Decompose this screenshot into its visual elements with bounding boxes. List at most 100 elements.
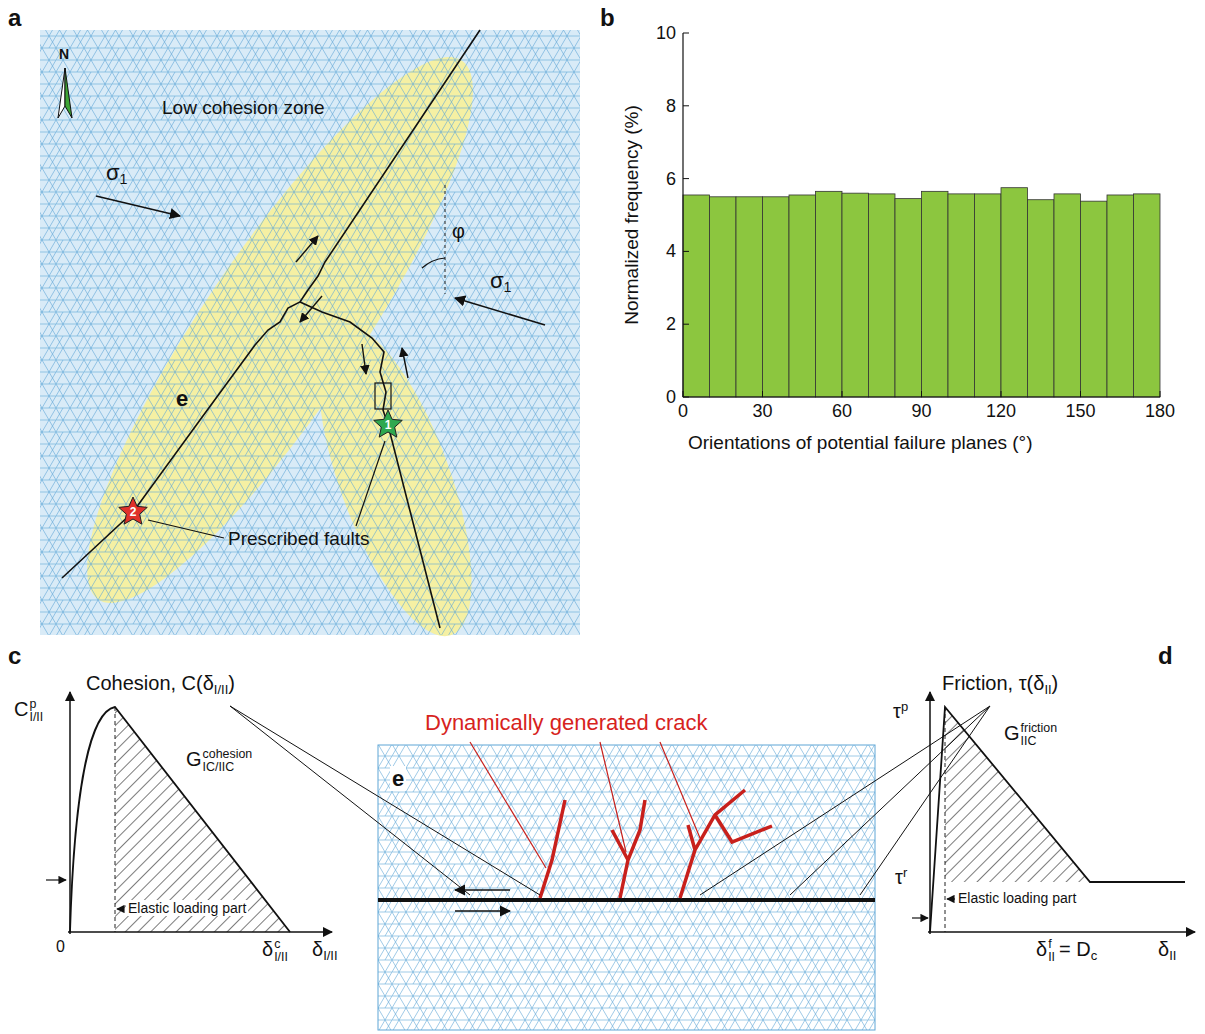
text-run: 0	[666, 387, 676, 407]
label-text: 150	[1065, 401, 1095, 421]
pointer-arrow	[912, 917, 928, 918]
cohesion-curve	[70, 707, 290, 932]
label-group: CpI/II	[14, 698, 43, 723]
script-stack: frictionIIC	[1021, 722, 1058, 747]
text-run: Normalized frequency (%)	[621, 105, 642, 325]
text-run: N	[59, 46, 69, 62]
tick	[1160, 391, 1161, 397]
histogram-bar	[1054, 194, 1081, 397]
text-run: 10	[656, 23, 676, 43]
histogram-bar	[895, 199, 922, 397]
fault-line	[378, 898, 875, 902]
text-run: 8	[666, 95, 676, 115]
label-group: Prescribed faults	[228, 528, 370, 550]
inset-ground	[378, 745, 875, 1030]
label-text: c	[8, 642, 21, 669]
text-run: )	[1052, 672, 1059, 694]
histogram-bar	[869, 194, 896, 397]
text-run: I/II	[214, 672, 228, 694]
text-run: Elastic loading part	[128, 900, 246, 916]
text-run: II	[1044, 672, 1051, 694]
north-arrow	[58, 68, 65, 118]
text-run: )	[228, 672, 235, 694]
y-axis	[69, 692, 71, 934]
label-group: φ	[452, 220, 465, 243]
label-text: Friction, τ(δ	[942, 672, 1044, 694]
stress-arrow	[96, 196, 180, 216]
label-text: 180	[1145, 401, 1175, 421]
label-text: τ	[895, 866, 903, 888]
subscript: 1	[120, 171, 128, 187]
histogram-bar	[975, 194, 1002, 397]
label-group: δI/II	[312, 938, 338, 964]
tick	[683, 33, 689, 34]
label-group: δcI/II	[262, 938, 288, 963]
label-group: e	[176, 386, 188, 411]
label-group: Elastic loading part	[958, 890, 1076, 906]
y-axis	[682, 33, 683, 397]
text-run: pI/II	[28, 698, 43, 720]
label-group: 10	[656, 23, 676, 44]
label-group: Low cohesion zone	[162, 97, 325, 119]
text-run: τ	[895, 866, 903, 888]
text-run: 2	[666, 314, 676, 334]
label-group: 2	[666, 314, 676, 335]
label-text: = D	[1059, 938, 1091, 960]
branch-fault	[300, 302, 440, 628]
label-text: )	[1052, 672, 1059, 694]
label-text: δ	[1158, 938, 1169, 960]
superscript: p	[901, 699, 908, 714]
label-group: τr	[895, 866, 907, 889]
text-run: cI/II	[273, 938, 288, 960]
subscript: II	[1044, 682, 1051, 697]
histogram-bar	[922, 191, 949, 397]
tick	[762, 391, 763, 397]
subscript: I/II	[214, 682, 228, 697]
text-run: r	[903, 866, 907, 888]
label-text: 90	[911, 401, 931, 421]
text-run: 1	[385, 418, 392, 432]
label-text: II	[1048, 951, 1055, 963]
label-text: 0	[56, 938, 65, 955]
label-group: Dynamically generated crack	[425, 710, 707, 735]
label-group: c	[8, 642, 21, 670]
tick	[683, 105, 689, 106]
hypocenter-star	[119, 497, 148, 524]
label-text: e	[176, 386, 188, 411]
shear-arrow	[455, 910, 510, 912]
slip-arrow	[362, 344, 366, 374]
label-text: σ	[106, 160, 120, 185]
label-group: b	[600, 4, 615, 32]
x-axis	[68, 931, 332, 933]
text-run: 120	[986, 401, 1016, 421]
north-reference	[444, 185, 445, 294]
text-run: e	[176, 386, 188, 411]
slip-arrow	[296, 236, 318, 262]
script-stack: fII	[1048, 938, 1055, 963]
text-run: σ	[490, 268, 504, 293]
label-group: Friction, τ(δII)	[942, 672, 1058, 698]
label-text: Elastic loading part	[128, 900, 246, 916]
label-group: δII	[1158, 938, 1176, 964]
text-run: frictionIIC	[1020, 722, 1058, 744]
subscript: I/II	[323, 948, 337, 963]
text-run: 60	[832, 401, 852, 421]
text-run: 0	[678, 401, 688, 421]
text-run: Orientations of potential failure planes…	[688, 432, 1033, 453]
crack	[540, 800, 565, 898]
text-run: φ	[452, 220, 465, 242]
histogram-bar	[1001, 188, 1028, 397]
label-text: 1	[385, 418, 392, 432]
label-text: δ	[312, 938, 323, 960]
script-stack: cI/II	[274, 938, 288, 963]
label-text: a	[8, 4, 21, 31]
y-axis	[929, 692, 931, 934]
label-text: 4	[666, 241, 676, 261]
angle-arc	[422, 258, 445, 268]
leader-line	[470, 742, 546, 868]
text-run: σ	[106, 160, 120, 185]
text-run: 30	[752, 401, 772, 421]
tick	[842, 391, 843, 397]
text-run: II	[1169, 938, 1176, 960]
label-group: 90	[911, 401, 931, 422]
